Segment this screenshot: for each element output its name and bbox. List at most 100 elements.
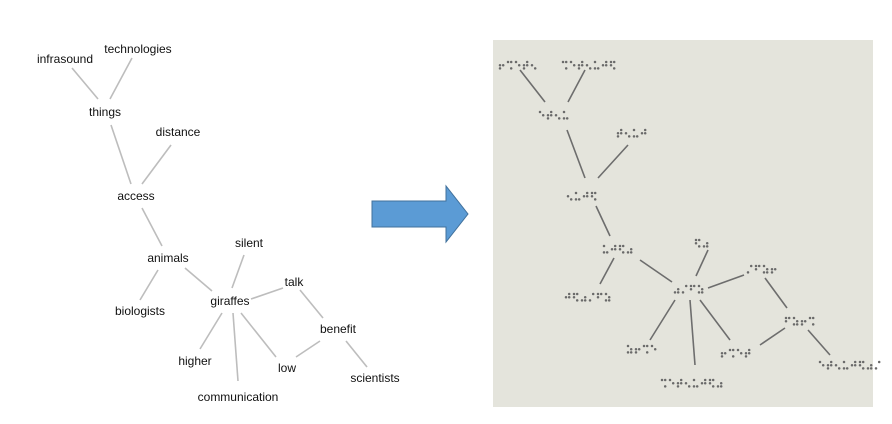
braille-dot — [866, 367, 870, 370]
braille-dot — [498, 63, 502, 67]
braille-dot — [705, 241, 709, 245]
node-higher: higher — [178, 354, 211, 368]
braille-dot — [784, 319, 788, 323]
node-low: low — [278, 361, 296, 375]
braille-dot — [546, 117, 550, 120]
edge-infrasound-things — [71, 67, 99, 100]
braille-dot — [612, 67, 616, 70]
braille-dot — [599, 292, 603, 296]
braille-dot — [557, 117, 561, 120]
braille-dot — [803, 319, 807, 323]
node-access: access — [117, 189, 154, 203]
braille-dot — [829, 360, 833, 364]
braille-dot — [610, 247, 614, 251]
braille-dot — [522, 67, 526, 70]
braille-dot — [702, 245, 706, 248]
braille-dot — [591, 292, 595, 296]
edge-giraffes-communication — [232, 312, 239, 382]
braille-dot — [739, 351, 743, 355]
braille-dot — [643, 131, 647, 135]
braille-dot — [634, 347, 638, 351]
braille-dot — [549, 113, 553, 117]
edge-access-animals — [141, 207, 163, 247]
edge-animals-giraffes — [184, 267, 213, 292]
edge-things-access — [110, 124, 132, 185]
braille-dot — [498, 67, 502, 70]
braille-dot — [590, 194, 594, 198]
braille-dot — [842, 360, 846, 364]
braille-dot — [684, 381, 688, 385]
braille-dot — [618, 247, 622, 251]
braille-dot — [703, 378, 707, 382]
braille-dot — [720, 351, 724, 355]
node-communication: communication — [198, 390, 279, 404]
braille-dot — [564, 295, 568, 299]
braille-dot — [621, 244, 625, 248]
braille-dot — [583, 299, 587, 302]
braille-dot — [629, 251, 633, 254]
braille-dot — [643, 128, 647, 132]
braille-dot — [645, 344, 649, 348]
edge-giraffes-higher — [199, 312, 223, 350]
braille-dot — [676, 385, 680, 388]
braille-dot — [577, 63, 581, 67]
braille-dot — [593, 67, 597, 70]
braille-dot — [590, 191, 594, 195]
braille-dot — [671, 381, 675, 385]
braille-dot — [564, 60, 568, 64]
braille-dot — [676, 291, 680, 294]
node-scientists: scientists — [350, 371, 399, 385]
braille-dot — [604, 292, 608, 296]
node-benefit: benefit — [320, 322, 357, 336]
node-talk: talk — [285, 275, 305, 289]
braille-dot — [616, 135, 620, 138]
braille-dot — [765, 271, 769, 274]
braille-dot — [716, 385, 720, 388]
right-arrow-icon — [371, 184, 469, 244]
braille-dots — [498, 60, 881, 388]
braille-dot — [640, 131, 644, 135]
braille-dot — [653, 347, 657, 351]
braille-dot — [564, 67, 568, 70]
braille-dot — [719, 385, 723, 388]
braille-dot — [695, 385, 699, 388]
braille-dot — [567, 295, 571, 299]
braille-dot — [754, 264, 758, 268]
braille-dot — [585, 194, 589, 198]
braille-dot — [697, 284, 701, 288]
node-biologists: biologists — [115, 304, 165, 318]
braille-dot — [566, 194, 570, 198]
braille-dot — [861, 367, 865, 370]
braille-dot — [700, 291, 704, 294]
braille-dot — [629, 247, 633, 251]
braille-dot — [582, 194, 586, 198]
braille-dot — [795, 319, 799, 323]
braille-dot — [773, 267, 777, 271]
braille-dot — [613, 247, 617, 251]
braille-dot — [663, 378, 667, 382]
braille-dot — [719, 381, 723, 385]
braille-dot — [762, 271, 766, 274]
braille-dot — [554, 113, 558, 117]
braille-dot — [585, 191, 589, 195]
braille-dot — [572, 292, 576, 296]
braille-dot — [525, 60, 529, 64]
braille-dot — [602, 244, 606, 248]
braille-dot — [829, 363, 833, 367]
braille-dot — [501, 63, 505, 67]
braille-dot — [588, 299, 592, 302]
braille-dot — [509, 67, 513, 70]
braille-dot — [609, 60, 613, 64]
edge-giraffes-talk — [250, 287, 284, 300]
edge-animals-biologists — [139, 269, 159, 301]
node-things: things — [89, 105, 121, 119]
braille-dot — [585, 63, 589, 67]
braille-dot — [749, 264, 753, 268]
braille-dot — [604, 63, 608, 67]
braille-dot — [720, 355, 724, 358]
braille-dot — [626, 251, 630, 254]
braille-dot — [602, 251, 606, 254]
braille-dot — [747, 351, 751, 355]
braille-dot — [593, 191, 597, 195]
braille-dot — [522, 63, 526, 67]
